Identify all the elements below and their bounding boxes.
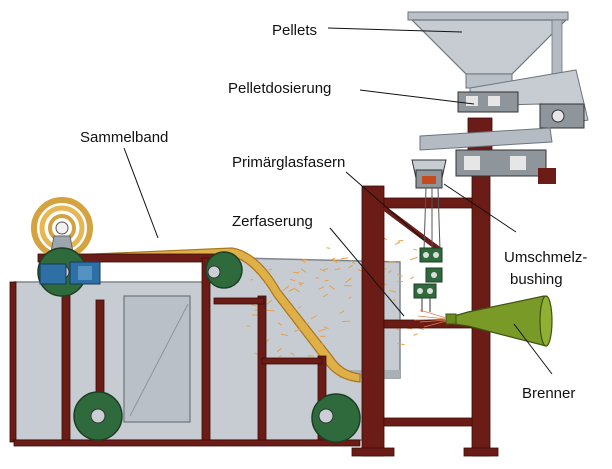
label-pelletdosierung: Pelletdosierung (228, 80, 331, 97)
fiber-strand (410, 257, 417, 260)
fiber-strand (267, 310, 275, 311)
label-sammelband: Sammelband (80, 129, 168, 146)
label-zerfaserung: Zerfaserung (232, 213, 313, 230)
fiber-strand (341, 258, 348, 259)
leader-pelletdosierung (360, 90, 474, 104)
fiber-strand (398, 240, 403, 241)
label-umschmelz-line1: Umschmelz- (504, 249, 587, 266)
fiber-strand (327, 248, 331, 249)
fiber-strand (308, 356, 314, 357)
fiber-strand (414, 334, 418, 336)
remelt-bushing (412, 160, 446, 188)
fiber-strand (335, 269, 341, 270)
label-brenner: Brenner (522, 385, 575, 402)
fiber-strand (342, 321, 350, 322)
label-pellets: Pellets (272, 22, 317, 39)
pull-rollers (414, 248, 442, 312)
fiber-strand (264, 283, 267, 284)
leader-sammelband (124, 148, 158, 238)
fiber-strand (318, 344, 323, 345)
fiber-strand (413, 249, 417, 250)
label-umschmelz-line2: bushing (510, 271, 563, 288)
label-primaerglasfasern: Primärglasfasern (232, 154, 345, 171)
fiber-strand (395, 242, 400, 244)
drive-motor (40, 262, 100, 284)
fiber-strand (410, 277, 413, 279)
pellet-dosing-unit (420, 70, 588, 184)
